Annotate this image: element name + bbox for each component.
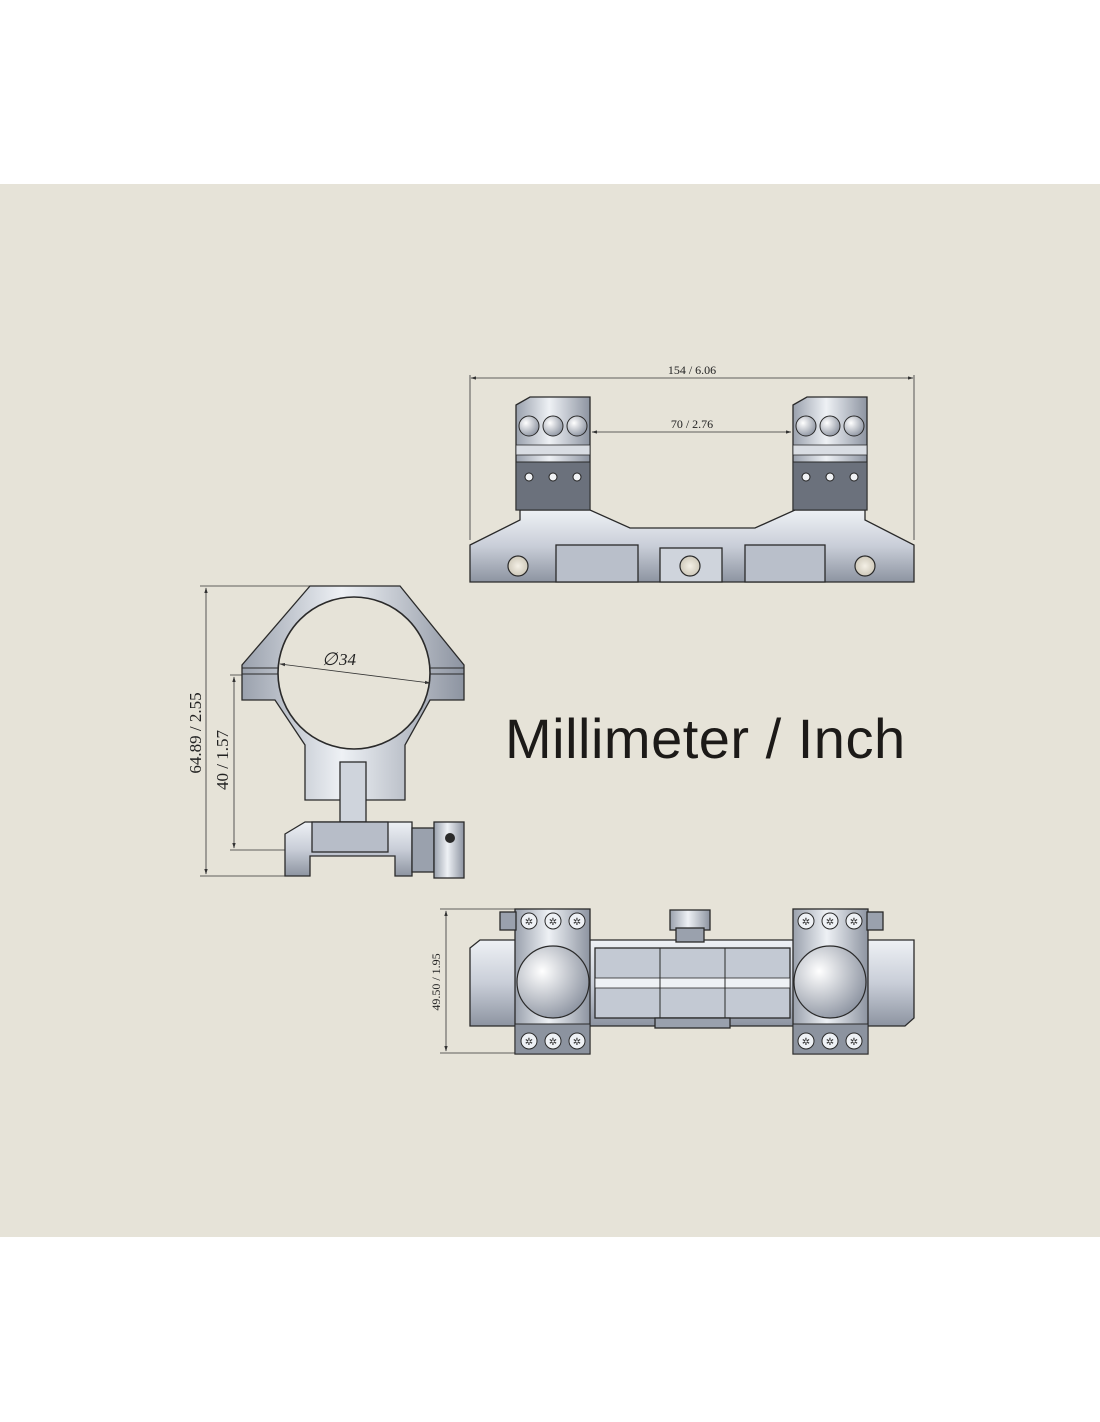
- rail-clamp-jaw: [311, 821, 389, 853]
- svg-text:✲: ✲: [573, 1037, 581, 1048]
- tube-section-icon: [793, 945, 867, 1019]
- svg-text:✲: ✲: [549, 917, 557, 928]
- side-view: 154 / 6.06: [469, 363, 915, 583]
- clamp-knob-icon: [433, 821, 465, 879]
- cross-bolt-hole-right: [854, 555, 876, 577]
- ring-right-plan: ✲ ✲ ✲ ✲ ✲ ✲: [792, 908, 884, 1055]
- svg-text:✲: ✲: [573, 917, 581, 928]
- base-clamp-block-left: [555, 544, 639, 583]
- ring-screw-head-icon: [795, 415, 817, 437]
- ring-screw-head-icon: [542, 415, 564, 437]
- diameter-symbol-icon: ∅: [322, 649, 339, 669]
- ring-right-side: [792, 396, 868, 511]
- units-title: Millimeter / Inch: [505, 707, 906, 770]
- cross-bolt-hole-left: [507, 555, 529, 577]
- svg-text:✲: ✲: [802, 917, 810, 928]
- cap-screw-side-icon: [499, 911, 517, 931]
- ring-stem: [339, 761, 367, 823]
- svg-text:✲: ✲: [850, 917, 858, 928]
- center-screw-head-icon: [669, 909, 711, 931]
- tube-diameter-label: 34: [338, 650, 357, 669]
- svg-text:✲: ✲: [525, 1037, 533, 1048]
- ring-screw-head-icon: [843, 415, 865, 437]
- cap-screw-side-icon: [866, 911, 884, 931]
- ring-left-plan: ✲ ✲ ✲ ✲ ✲ ✲: [499, 908, 591, 1055]
- svg-text:✲: ✲: [826, 1037, 834, 1048]
- overall-length-label: 154 / 6.06: [668, 363, 716, 377]
- total-height-label: 64.89 / 2.55: [186, 692, 205, 773]
- ring-screw-head-icon: [518, 415, 540, 437]
- base-width-label: 49.50 / 1.95: [429, 953, 443, 1010]
- center-height-label: 40 / 1.57: [213, 730, 232, 790]
- ring-spacing-label: 70 / 2.76: [671, 417, 713, 431]
- ring-left-side: [515, 396, 591, 511]
- drawing-panel: [0, 184, 1100, 1237]
- ring-screw-head-icon: [566, 415, 588, 437]
- svg-text:✲: ✲: [525, 917, 533, 928]
- base-clamp-block-right: [744, 544, 826, 583]
- front-view: 64.89 / 2.55 40 / 1.57 ∅ 34: [186, 585, 465, 879]
- clamp-nut: [411, 827, 435, 873]
- top-view: 49.50 / 1.95 ✲ ✲ ✲ ✲ ✲ ✲ ✲: [429, 908, 915, 1055]
- svg-text:✲: ✲: [826, 917, 834, 928]
- ring-screw-head-icon: [819, 415, 841, 437]
- svg-text:✲: ✲: [549, 1037, 557, 1048]
- knob-hex-socket-icon: [445, 833, 455, 843]
- cross-bolt-hole-center: [679, 555, 701, 577]
- svg-text:✲: ✲: [850, 1037, 858, 1048]
- tube-section-icon: [516, 945, 590, 1019]
- tube-diameter-dimension-line: [279, 662, 431, 685]
- svg-text:✲: ✲: [802, 1037, 810, 1048]
